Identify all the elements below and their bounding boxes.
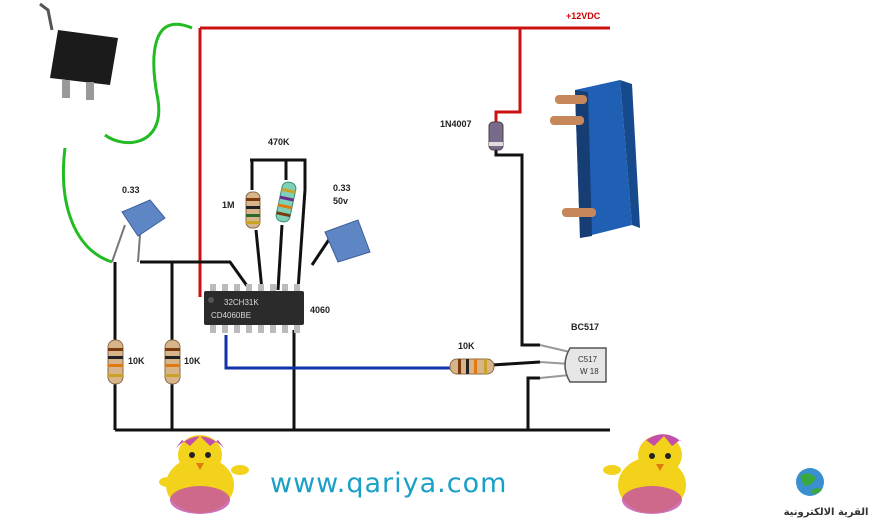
capacitor-right — [324, 219, 371, 263]
website-url: www.qariya.com — [270, 468, 507, 499]
relay — [550, 80, 640, 238]
brand-arabic: القرية الالكترونية — [784, 507, 869, 518]
supply-label: +12VDC — [566, 11, 601, 21]
cap-left-to-ic — [140, 260, 252, 291]
resistor-470k — [275, 181, 297, 223]
resistor-10k-a — [107, 339, 124, 385]
r470k-to-ic — [276, 224, 284, 291]
sensor-wires — [61, 22, 193, 264]
capacitor-left-body — [121, 199, 166, 237]
ic-marking-1: 32CH31K — [224, 298, 259, 307]
capacitor-left-label: 0.33 — [122, 185, 140, 195]
capacitor-right-label-2: 50v — [333, 196, 348, 206]
transistor-marking-2: W 18 — [580, 367, 599, 376]
rc-top-bar — [250, 158, 307, 190]
relay-pins — [550, 95, 596, 217]
sensor-leg-left — [62, 80, 70, 98]
capacitor-left — [111, 199, 166, 263]
diode-1n4007 — [488, 121, 504, 151]
resistor-1m — [245, 191, 261, 229]
sensor-wire-upper — [104, 22, 193, 144]
resistor-10k-base — [449, 358, 495, 375]
transistor-body — [564, 347, 607, 383]
diode-label: 1N4007 — [440, 119, 472, 129]
sensor-wire-lower — [61, 147, 113, 264]
sensor-component — [39, 2, 118, 100]
resistor-10k-base-label: 10K — [458, 341, 475, 351]
supply-to-diode — [494, 28, 522, 122]
transistor-label: BC517 — [571, 322, 599, 332]
resistor-1m-label: 1M — [222, 200, 235, 210]
relay-to-transistor — [494, 150, 540, 347]
output-wire — [224, 335, 452, 370]
transistor-marking-1: C517 — [578, 355, 598, 364]
globe-logo-icon — [796, 468, 824, 496]
ground-wires — [113, 150, 610, 432]
ic-label: 4060 — [310, 305, 330, 315]
chick-mascot-left — [159, 435, 249, 514]
resistor-10k-b-label: 10K — [184, 356, 201, 366]
capacitor-right-body — [324, 219, 371, 263]
capacitor-right-label-1: 0.33 — [333, 183, 351, 193]
base-resistor-to-transistor — [491, 360, 541, 367]
resistor-10k-b — [164, 339, 181, 385]
supply-wires — [198, 26, 610, 297]
ic-notch — [208, 297, 214, 303]
ic-4060: 32CH31K CD4060BE — [204, 284, 304, 333]
sensor-leg-right — [86, 82, 94, 100]
ic-body — [204, 291, 304, 325]
sensor-body — [50, 30, 118, 85]
cap-right-lead — [310, 237, 332, 266]
sensor-lead-hook — [39, 2, 54, 31]
resistor-470k-label: 470K — [268, 137, 290, 147]
resistor-10k-a-label: 10K — [128, 356, 145, 366]
transistor-emitter — [526, 376, 540, 430]
ic-marking-2: CD4060BE — [211, 311, 251, 320]
cap-right-to-ic — [296, 189, 307, 291]
transistor-bc517: C517 W 18 — [539, 344, 607, 383]
chick-mascot-right — [603, 434, 688, 514]
r1m-to-ic — [254, 229, 264, 291]
